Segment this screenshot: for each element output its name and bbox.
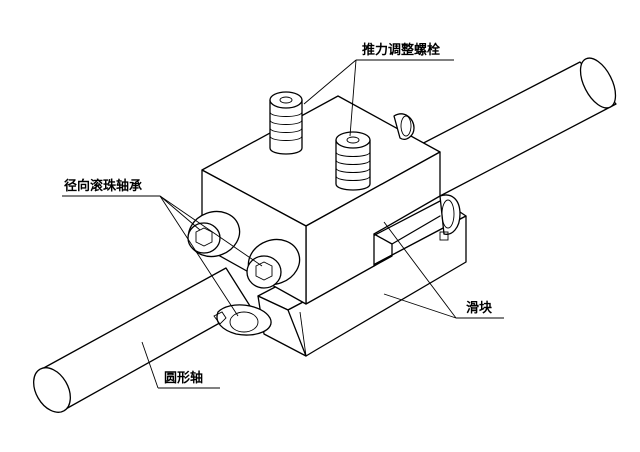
label-round-shaft: 圆形轴	[164, 371, 204, 386]
bearing-front-right	[246, 238, 301, 289]
thrust-bolt-left	[269, 91, 303, 155]
leader-thrust-bolt	[303, 59, 454, 137]
label-radial-bearing: 径向滚珠轴承	[64, 179, 143, 194]
label-thrust-bolt: 推力调整螺栓	[362, 43, 441, 58]
round-shaft-far-segment	[409, 57, 617, 197]
leader-slider	[383, 221, 504, 319]
thrust-bolt-right	[335, 131, 371, 191]
upper-slider-block	[201, 95, 441, 305]
round-shaft-near-segment	[33, 267, 251, 413]
bearing-right-side	[439, 194, 461, 241]
bearing-front-lower	[213, 304, 272, 336]
bearing-back-right	[393, 113, 415, 140]
label-slider: 滑块	[466, 301, 493, 316]
bearing-front-left	[187, 210, 241, 258]
leader-round-shaft	[141, 341, 220, 389]
leader-radial-bearing	[62, 195, 263, 317]
